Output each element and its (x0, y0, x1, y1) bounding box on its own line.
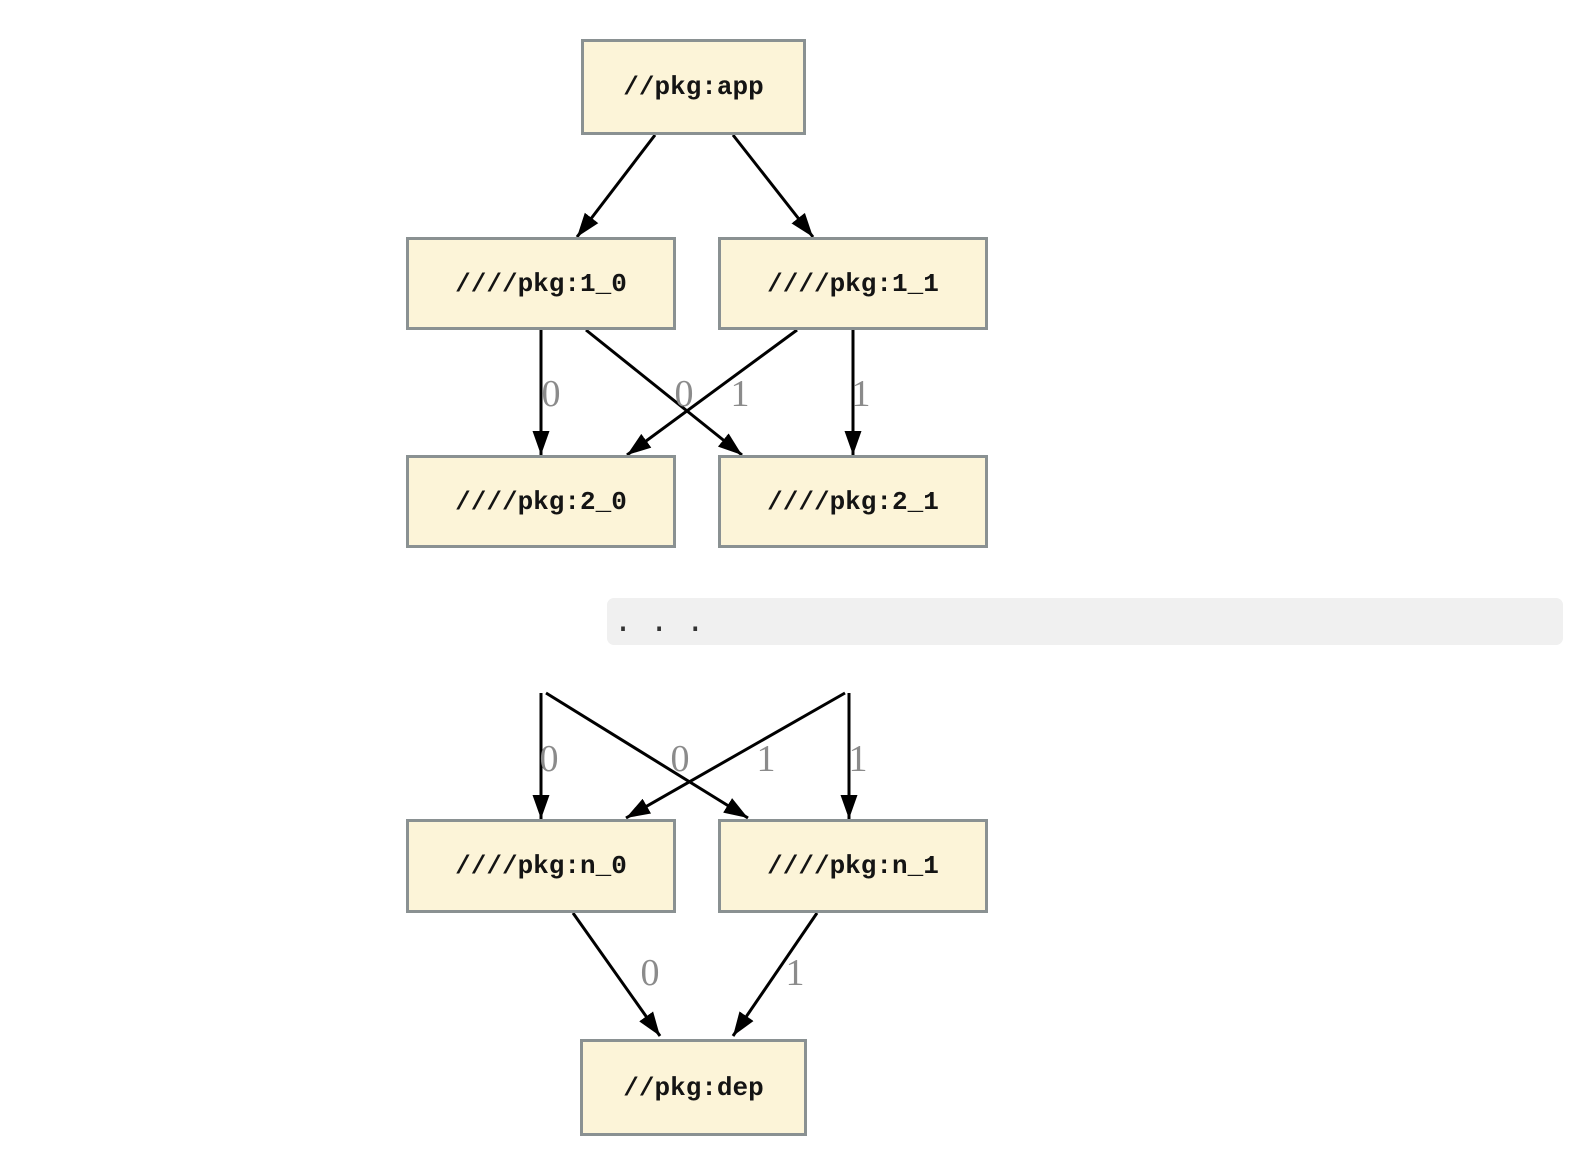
node-pkg-2_0: ////pkg:2_0 (406, 455, 676, 548)
edge-ellipsis-to-n_1-cross (545, 691, 749, 820)
edge-app-to-1_1 (731, 134, 815, 238)
ellipsis-text: . . . (614, 604, 705, 639)
node-pkg-n_0: ////pkg:n_0 (406, 819, 676, 913)
node-pkg-2_1: ////pkg:2_1 (718, 455, 988, 548)
edge-label-n_0-dep: 0 (641, 952, 660, 994)
edge-n_1-to-dep (731, 912, 819, 1037)
edge-label-1_1-2_1: 1 (852, 373, 871, 415)
node-pkg-n_1: ////pkg:n_1 (718, 819, 988, 913)
node-label: ////pkg:1_0 (455, 268, 627, 299)
node-label: ////pkg:n_1 (767, 851, 939, 881)
node-label: //pkg:dep (623, 1072, 764, 1103)
edge-label-n_1-dep: 1 (786, 952, 805, 994)
edge-label-ellipsis-n_1: 1 (849, 738, 868, 780)
node-pkg-1_0: ////pkg:1_0 (406, 237, 676, 330)
edge-label-1_0-2_1: 1 (731, 373, 750, 415)
node-pkg-1_1: ////pkg:1_1 (718, 237, 988, 330)
ellipsis-band: . . . (607, 598, 1563, 645)
node-label: ////pkg:1_1 (767, 268, 939, 299)
edge-1_0-to-2_1 (585, 328, 743, 457)
edge-label-ellipsis-n_0-cross: 0 (671, 738, 690, 780)
edge-1_1-to-2_0 (626, 328, 798, 457)
node-pkg-dep: //pkg:dep (580, 1039, 807, 1136)
edge-app-to-1_0 (575, 134, 657, 238)
node-pkg-app: //pkg:app (581, 39, 806, 135)
edge-label-ellipsis-n_0: 0 (540, 738, 559, 780)
node-label: ////pkg:n_0 (455, 851, 627, 881)
edge-label-ellipsis-n_1-cross: 1 (757, 738, 776, 780)
node-label: //pkg:app (623, 72, 764, 102)
node-label: ////pkg:2_1 (767, 486, 939, 517)
edge-label-1_1-2_0: 0 (675, 373, 694, 415)
edge-n_0-to-dep (571, 912, 662, 1037)
edge-label-1_0-2_0: 0 (542, 373, 561, 415)
node-label: ////pkg:2_0 (455, 486, 627, 517)
edge-ellipsis-to-n_0-cross (625, 691, 846, 820)
